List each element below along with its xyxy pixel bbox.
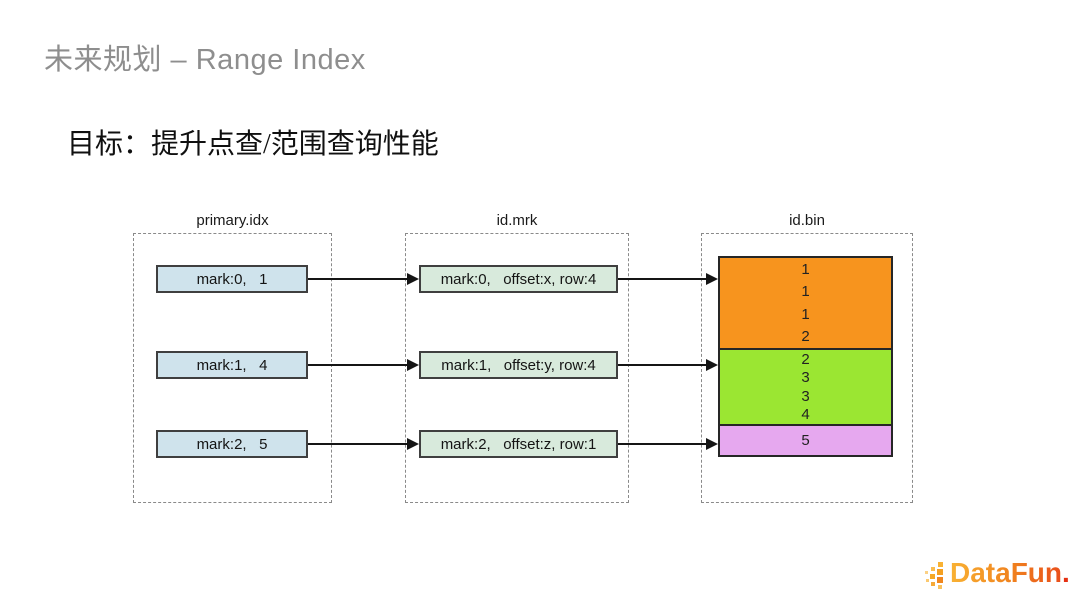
id-bin-container <box>701 233 913 503</box>
bin-value: 3 <box>801 369 810 387</box>
datafun-logo: DataFun. <box>924 556 1070 590</box>
arrow-right-icon <box>308 273 419 285</box>
logo-text: DataFun <box>950 557 1062 588</box>
id-mrk-mark-1: mark:1, offset:y, row:4 <box>419 351 618 379</box>
bin-value: 2 <box>801 328 810 346</box>
logo-pixels-icon <box>925 562 943 589</box>
bin-value: 1 <box>801 305 810 323</box>
primary-idx-mark-2: mark:2, 5 <box>156 430 308 458</box>
bin-value: 2 <box>801 350 810 368</box>
primary-idx-container <box>133 233 332 503</box>
bin-value: 5 <box>801 432 810 449</box>
bin-block-orange: 1 1 1 2 <box>718 256 893 350</box>
bin-block-violet: 5 <box>718 424 893 457</box>
arrow-right-icon <box>618 273 718 285</box>
column-label-id-bin: id.bin <box>789 212 825 229</box>
primary-idx-mark-0: mark:0, 1 <box>156 265 308 293</box>
primary-idx-mark-1: mark:1, 4 <box>156 351 308 379</box>
bin-block-green: 2 3 3 4 <box>718 348 893 426</box>
arrow-right-icon <box>308 438 419 450</box>
goal-text: 目标：提升点查/范围查询性能 <box>67 129 439 160</box>
bin-value: 3 <box>801 387 810 405</box>
id-mrk-container <box>405 233 629 503</box>
bin-value: 1 <box>801 283 810 301</box>
arrow-right-icon <box>618 359 718 371</box>
column-label-id-mrk: id.mrk <box>496 212 538 229</box>
arrow-right-icon <box>618 438 718 450</box>
arrow-right-icon <box>308 359 419 371</box>
bin-value: 4 <box>801 406 810 424</box>
id-mrk-mark-2: mark:2, offset:z, row:1 <box>419 430 618 458</box>
page-title: 未来规划 – Range Index <box>44 44 366 76</box>
bin-value: 1 <box>801 260 810 278</box>
id-mrk-mark-0: mark:0, offset:x, row:4 <box>419 265 618 293</box>
column-label-primary-idx: primary.idx <box>196 212 269 229</box>
logo-dot: . <box>1062 557 1070 588</box>
